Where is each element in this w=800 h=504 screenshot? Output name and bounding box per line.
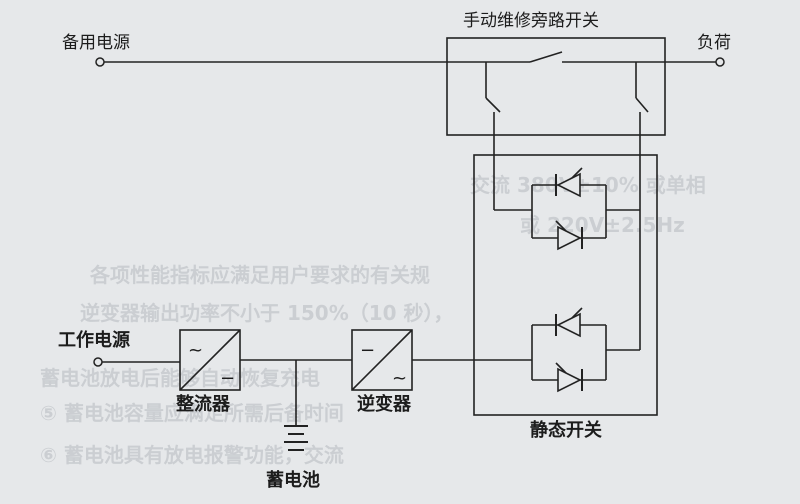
load-label: 负荷 <box>697 33 731 53</box>
ghost-line-3: 各项性能指标应满足用户要求的有关规 <box>89 263 430 287</box>
right-bypass-contact <box>635 97 649 113</box>
thyristor-icon <box>557 367 582 393</box>
rectifier-block: ~ − <box>179 329 241 391</box>
backup-power-terminal <box>95 57 105 67</box>
thyristor-icon <box>557 225 582 251</box>
static-switch-box <box>473 154 658 416</box>
battery-label: 蓄电池 <box>266 469 320 491</box>
inverter-label: 逆变器 <box>357 393 412 415</box>
ghost-line-4: 逆变器输出功率不小于 150%（10 秒）， <box>80 301 454 325</box>
rectifier-label: 整流器 <box>175 393 231 415</box>
left-bypass-contact <box>485 97 501 113</box>
inverter-block: − ~ <box>351 329 413 391</box>
ghost-line-7: ⑥ 蓄电池具有放电报警功能，交流 <box>40 443 344 467</box>
bypass-switch-label: 手动维修旁路开关 <box>463 11 599 31</box>
rectifier-dc-symbol: − <box>220 368 235 389</box>
thyristor-icon <box>556 312 581 338</box>
ghost-line-6: ⑤ 蓄电池容量应满足所需后备时间 <box>40 401 344 425</box>
upper-thyristor-pair <box>531 167 607 251</box>
ghost-line-2: 或 220V±2.5Hz <box>520 213 685 237</box>
thyristor-icon <box>556 172 581 198</box>
work-power-label: 工作电源 <box>58 329 130 351</box>
inverter-dc-symbol: − <box>360 340 375 361</box>
load-terminal <box>715 57 725 67</box>
rectifier-ac-symbol: ~ <box>188 340 203 361</box>
backup-power-label: 备用电源 <box>62 33 130 53</box>
battery-symbol <box>284 360 308 451</box>
work-power-terminal <box>93 357 103 367</box>
bypass-switch-box <box>446 37 666 136</box>
bypass-main-contact <box>529 51 563 63</box>
inverter-ac-symbol: ~ <box>392 368 407 389</box>
lower-thyristor-pair <box>531 307 607 393</box>
static-switch-label: 静态开关 <box>530 419 602 441</box>
